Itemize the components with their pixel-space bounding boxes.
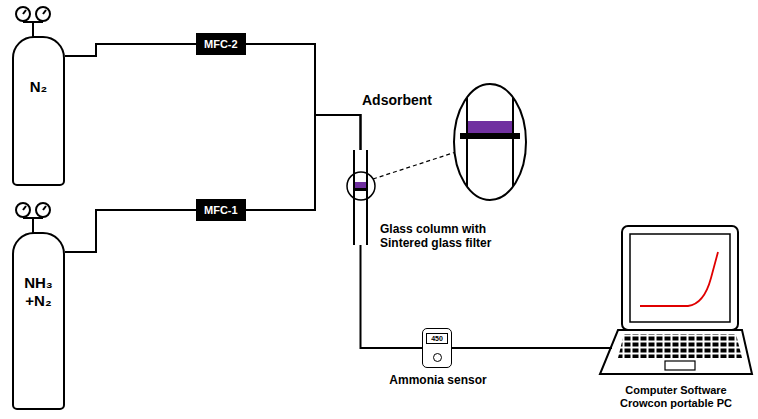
node-text: Computer Software Crowcon portable PC: [606, 384, 746, 410]
ammonia-sensor: 450Ammonia sensor: [422, 328, 452, 368]
sensor-button: [433, 353, 442, 362]
callout-label: Adsorbent: [362, 92, 432, 108]
flow-controller: MFC-2: [196, 33, 246, 55]
gas-line: [246, 44, 361, 150]
gas-line: [246, 115, 361, 210]
zoom-leader: [373, 152, 456, 179]
cylinder-valve: [16, 203, 50, 233]
node-text: MFC-1: [204, 204, 238, 216]
gas-line: [452, 348, 612, 349]
gas-line: [361, 245, 423, 348]
computer: Computer Software Crowcon portable PC: [598, 224, 754, 378]
node-text: Ammonia sensor: [383, 373, 493, 387]
adsorbent-bed: [355, 182, 366, 188]
node-text: 450: [426, 333, 448, 344]
node-text: Glass column with Sintered glass filter: [380, 222, 505, 250]
node-text: NH₃ +N₂: [17, 274, 60, 310]
zoom-view: [454, 80, 526, 205]
gas-cylinder: NH₃ +N₂: [12, 232, 65, 410]
cylinder-valve: [16, 7, 50, 37]
flow-controller: MFC-1: [196, 199, 246, 221]
sintered-filter: [355, 188, 366, 191]
laptop: [600, 226, 752, 374]
zoom-marker: [347, 172, 375, 200]
gas-cylinder: N₂: [12, 36, 65, 186]
node-text: MFC-2: [204, 38, 238, 50]
glass-column: Glass column with Sintered glass filter: [353, 150, 368, 245]
gas-line: [65, 210, 196, 252]
gas-line: [65, 44, 196, 56]
node-text: N₂: [30, 78, 48, 96]
